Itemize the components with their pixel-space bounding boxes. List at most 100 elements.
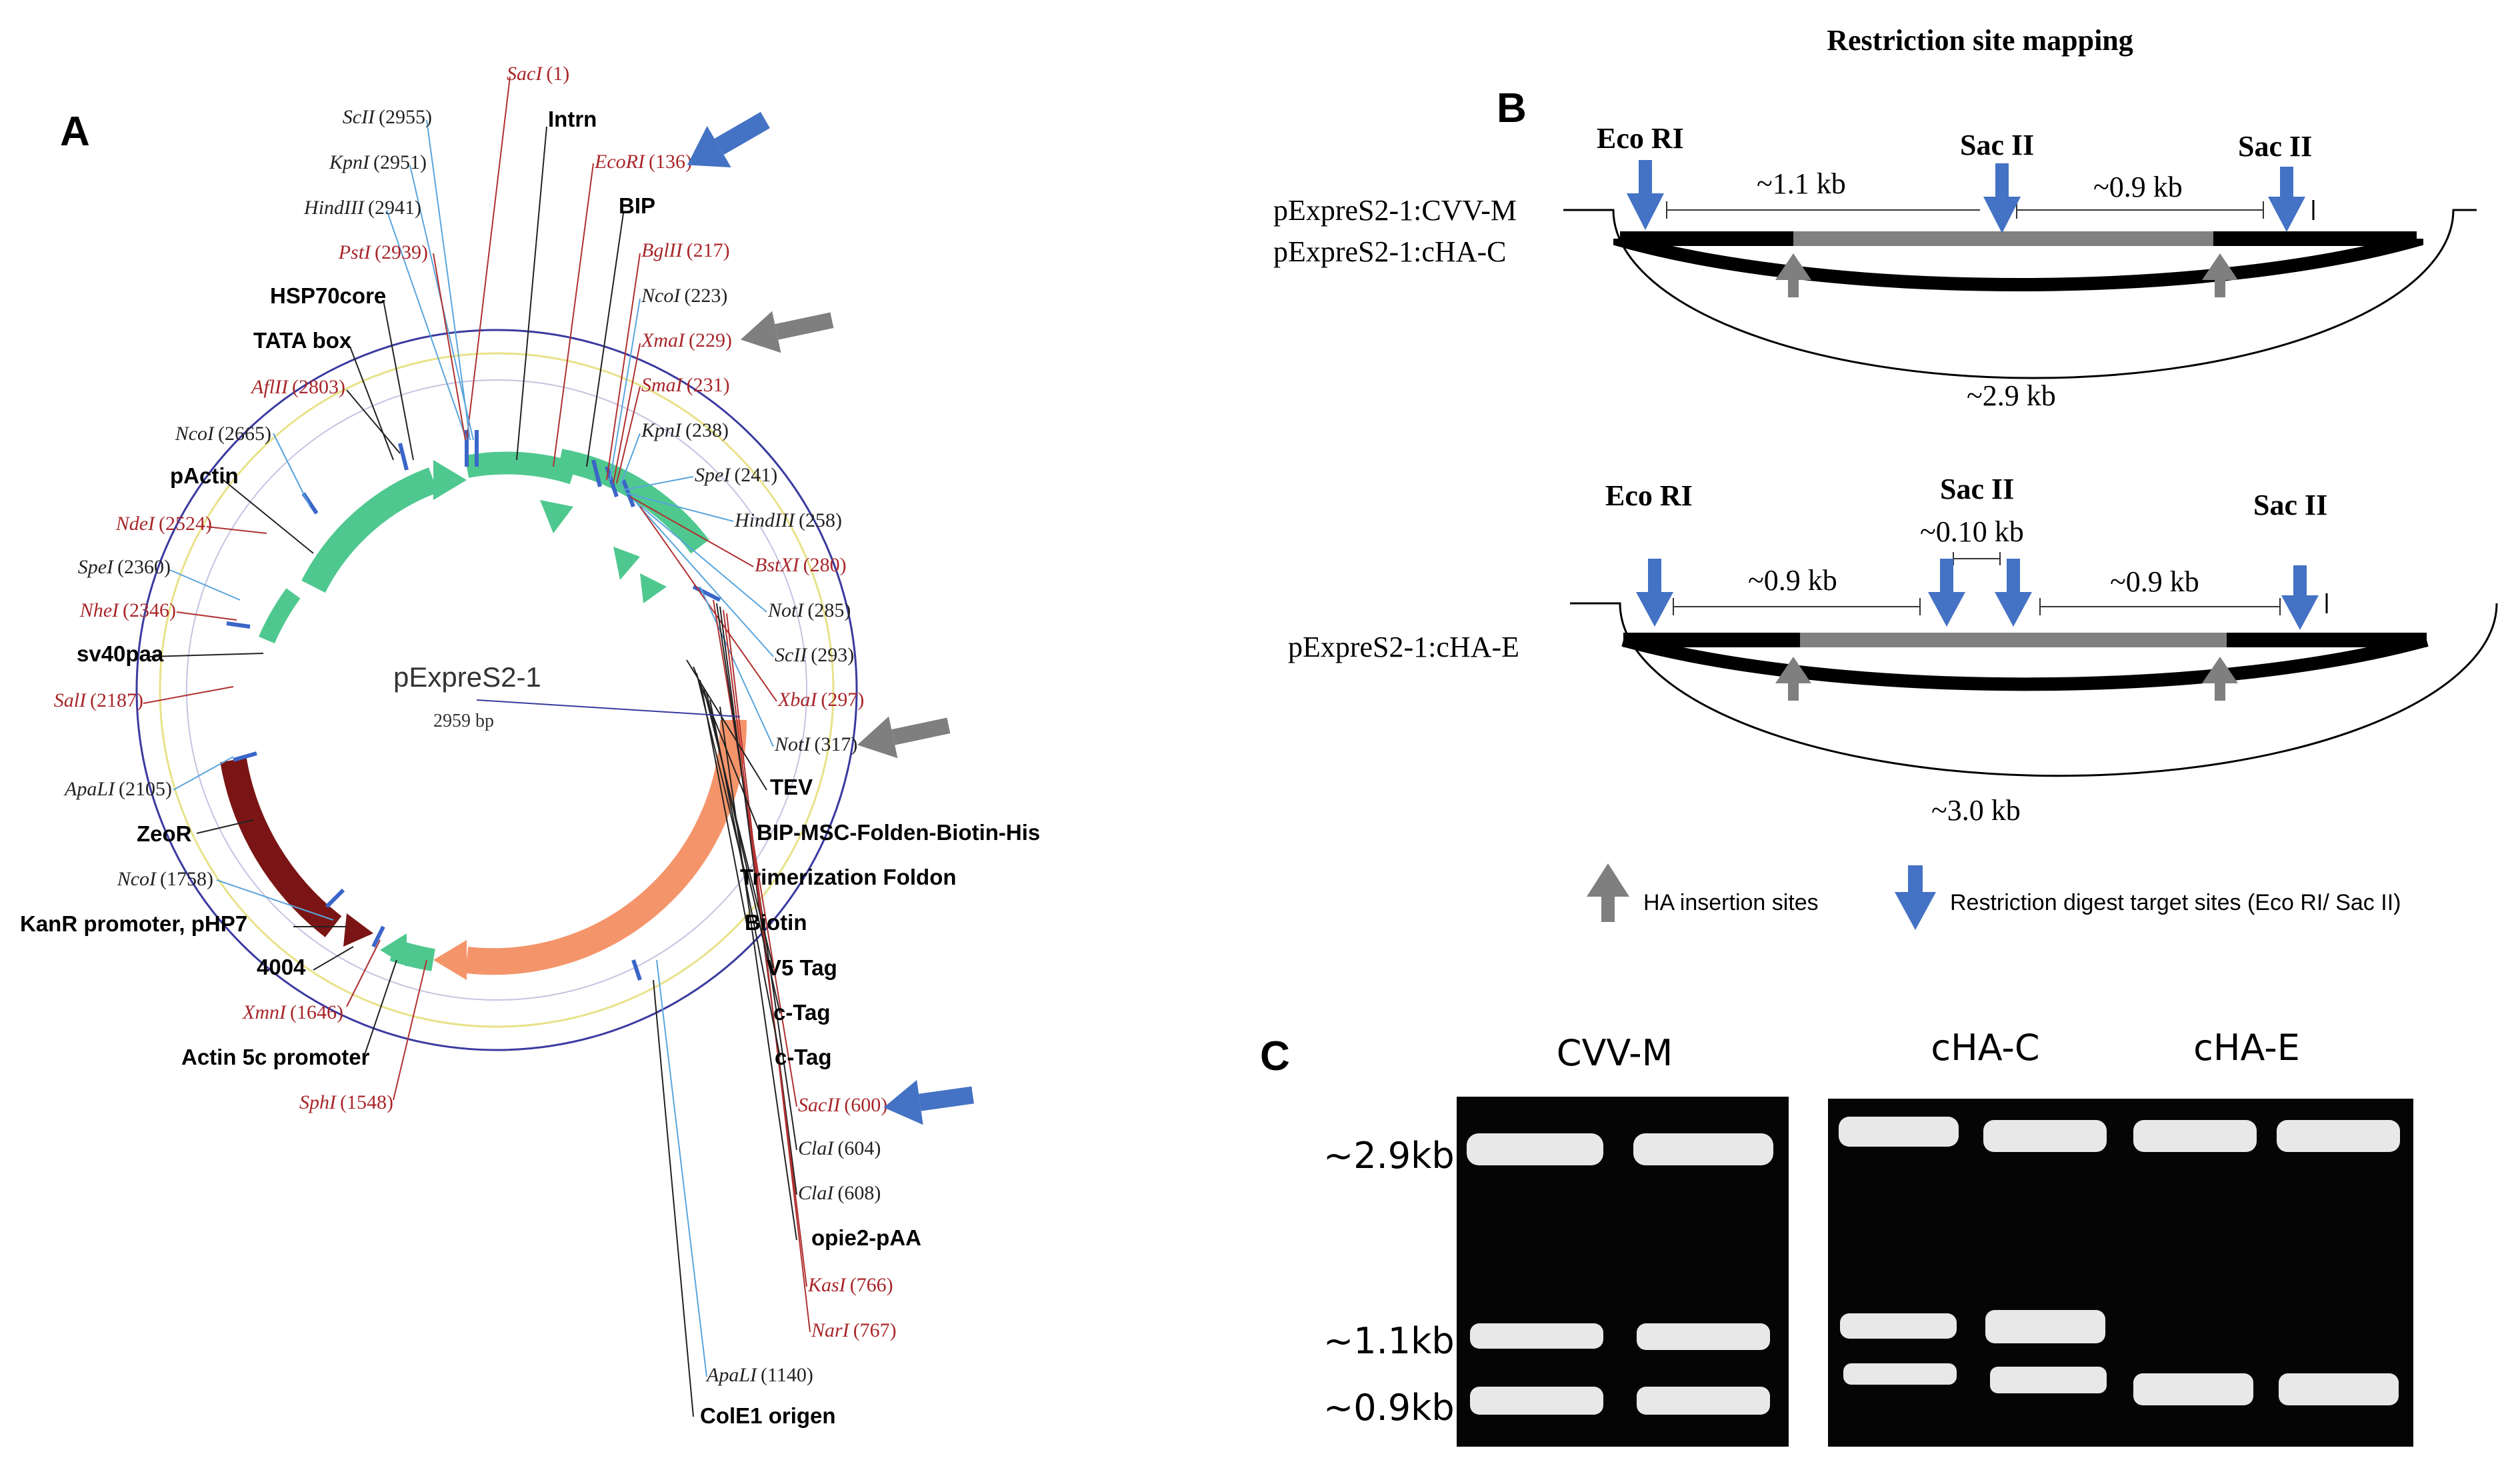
legend-ha-text: HA insertion sites: [1643, 890, 1819, 915]
map2-site-ecori: Eco RI: [1605, 479, 1693, 512]
map2-label-cha-e: pExpreS2-1:cHA-E: [1288, 631, 1519, 663]
gray-arrow-noti: [857, 716, 951, 759]
legend-blue-arrow-icon: [1895, 865, 1936, 930]
feature-arc-zeor: [220, 757, 342, 937]
feature-label-tev: TEV: [770, 775, 813, 799]
feature-label-kanr: KanR promoter, pHP7: [20, 911, 247, 936]
site-label-scii-2955: ScII(2955): [343, 106, 432, 128]
map2-site-sacii-a: Sac II: [1940, 473, 2014, 505]
site-label-kasi-766: KasI(766): [807, 1274, 893, 1296]
feature-label-cole1: ColE1 origen: [700, 1403, 836, 1428]
map2-vector-arc: [1621, 633, 2429, 691]
map1-dist-2: ~0.9 kb: [2093, 171, 2183, 203]
map1-blue-arrows: [1627, 160, 2305, 233]
panel-a: A: [20, 63, 1040, 1428]
site-label-hindiii-258: HindIII(258): [734, 509, 842, 531]
right-site-labels: EcoRI(136) BglII(217) NcoI(223) XmaI(229…: [594, 151, 897, 1386]
site-label-aflii-2803: AflII(2803): [250, 376, 345, 398]
plasmid-inner-ring: [186, 379, 807, 1001]
site-label-noti-317: NotI(317): [774, 733, 857, 755]
panel-b-letter: B: [1497, 85, 1527, 131]
restriction-map-2: pExpreS2-1:cHA-E Eco RI Sac II Sac II ~0…: [1288, 473, 2498, 827]
plasmid-middle-ring: [159, 352, 835, 1028]
feature-arrowhead-actin5c: [380, 933, 407, 967]
feature-arrowhead-pactin: [433, 460, 467, 500]
plasmid-name: pExpreS2-1: [393, 661, 541, 693]
map1-site-sacii-a: Sac II: [1960, 129, 2034, 161]
panel-b-legend: HA insertion sites Restriction digest ta…: [1587, 863, 2401, 930]
feature-label-intrn: Intrn: [548, 107, 597, 131]
site-label-spei-241: SpeI(241): [695, 464, 777, 486]
map2-blue-arrows: [1636, 559, 2319, 630]
left-site-leaders: [143, 76, 511, 1101]
blue-arrow-ecori: [687, 111, 770, 168]
plasmid-center-line: [476, 699, 741, 717]
map2-dist-1: ~0.9 kb: [1748, 564, 1837, 597]
legend-gray-arrow-icon: [1587, 863, 1629, 922]
gel2-bands: [1839, 1117, 2400, 1405]
feature-label-v5tag: V5 Tag: [767, 955, 837, 980]
restriction-map-1: pExpreS2-1:CVV-M pExpreS2-1:cHA-C Eco RI…: [1273, 122, 2477, 412]
feature-label-bip: BIP: [619, 193, 655, 218]
feature-label-foldon: Trimerization Foldon: [740, 865, 957, 889]
site-label-apali-2105: ApaLI(2105): [63, 778, 172, 800]
feature-label-actin5c: Actin 5c promoter: [181, 1045, 370, 1069]
site-label-ecori-136: EcoRI(136): [594, 151, 692, 173]
feature-arc-sv40: [259, 588, 301, 644]
map1-outer-arc: [1563, 209, 2477, 379]
panel-b-title: Restriction site mapping: [1827, 24, 2133, 57]
site-label-scii-293: ScII(293): [775, 644, 854, 666]
gray-arrow-xmai: [740, 311, 834, 353]
gel-lane-label-cha-e: cHA-E: [2193, 1027, 2300, 1069]
site-label-xmai-229: XmaI(229): [641, 329, 732, 351]
map2-site-sacii-b: Sac II: [2253, 489, 2327, 521]
blue-arrow-sacii: [883, 1079, 974, 1125]
site-label-kpni-2951: KpnI(2951): [329, 151, 427, 173]
panel-a-letter: A: [60, 109, 90, 155]
site-label-spei-2360: SpeI(2360): [78, 556, 171, 578]
gel-lane-label-cha-c: cHA-C: [1931, 1027, 2039, 1069]
site-label-saci-1: SacI(1): [507, 63, 569, 85]
site-label-xbai-297: XbaI(297): [777, 689, 864, 711]
panel-c-letter: C: [1260, 1033, 1290, 1079]
feature-labels: Intrn BIP HSP70core TATA box pActin sv40…: [20, 107, 1040, 1428]
panel-b: B Restriction site mapping pExpreS2-1:CV…: [1273, 24, 2498, 930]
gel-lane-label-cvv-m: CVV-M: [1557, 1032, 1673, 1074]
map1-gray-arrows: [1775, 253, 2238, 297]
map1-label-cvv-m: pExpreS2-1:CVV-M: [1273, 194, 1517, 227]
site-label-nari-767: NarI(767): [811, 1319, 897, 1341]
site-label-sphi-1548: SphI(1548): [299, 1091, 393, 1113]
map1-vector-arc: [1613, 233, 2423, 292]
feature-label-hsp70core: HSP70core: [270, 283, 386, 308]
map2-dist-2: ~0.9 kb: [2110, 565, 2199, 598]
map2-dist-mid: ~0.10 kb: [1920, 515, 2024, 548]
site-label-ndei-2524: NdeI(2524): [115, 513, 212, 535]
site-label-bglii-217: BglII(217): [641, 239, 730, 261]
gel1-bands: [1467, 1133, 1773, 1415]
site-label-ncoi-1758: NcoI(1758): [117, 868, 213, 890]
feature-label-sv40paa: sv40paa: [77, 641, 164, 666]
feature-label-ctag-2: c-Tag: [775, 1045, 832, 1069]
site-label-clai-608: ClaI(608): [798, 1182, 881, 1204]
map1-dist-1: ~1.1 kb: [1757, 167, 1846, 200]
right-site-leaders: [553, 163, 811, 1377]
feature-label-opie2: opie2-pAA: [811, 1225, 921, 1250]
map2-outer-arc: [1570, 602, 2498, 777]
map2-total: ~3.0 kb: [1931, 794, 2021, 827]
site-label-apali-1140: ApaLI(1140): [705, 1364, 813, 1386]
feature-arc-cole1: [465, 719, 747, 975]
site-label-sali-2187: SalI(2187): [54, 689, 143, 711]
site-label-nhei-2346: NheI(2346): [79, 599, 176, 621]
site-label-psti-2939: PstI(2939): [338, 241, 428, 263]
site-label-kpni-238: KpnI(238): [641, 419, 729, 441]
feature-arc-pactin: [301, 467, 439, 593]
site-label-ncoi-223: NcoI(223): [641, 285, 727, 307]
feature-arrowhead-msc: [613, 547, 640, 580]
site-label-noti-285: NotI(285): [767, 599, 851, 621]
gel-marker-2-9kb: ~2.9kb: [1323, 1135, 1455, 1177]
plasmid-size: 2959 bp: [433, 711, 494, 731]
feature-label-bipmsc: BIP-MSC-Folden-Biotin-His: [757, 820, 1040, 845]
panel-c: C CVV-M cHA-C cHA-E ~2.9kb ~1.1kb ~0.9kb: [1260, 1027, 2413, 1447]
map1-label-cha-c: pExpreS2-1:cHA-C: [1273, 235, 1507, 268]
site-label-hindiii-2941: HindIII(2941): [303, 197, 421, 219]
